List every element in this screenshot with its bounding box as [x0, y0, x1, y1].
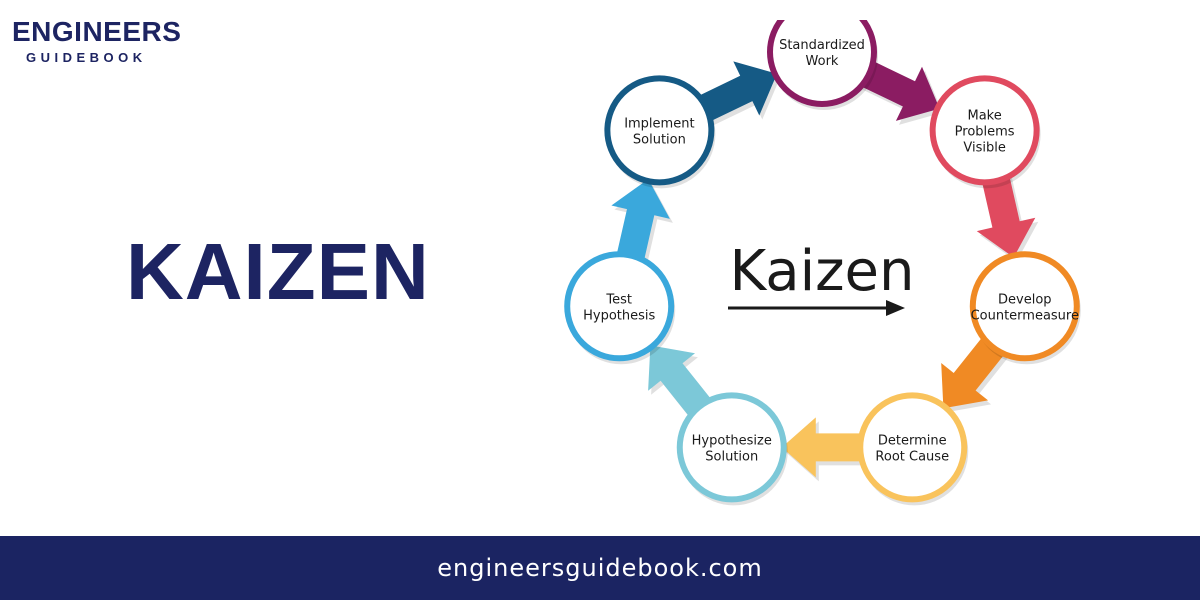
cycle-steps: StandardizedWorkMakeProblemsVisibleDevel… — [564, 20, 1081, 506]
node-circle — [969, 251, 1080, 362]
node-circle — [564, 251, 675, 362]
cycle-arrow — [648, 345, 714, 421]
cycle-arrow — [694, 61, 777, 123]
node-label: Standardized — [779, 38, 865, 53]
node-label: Hypothesize — [692, 433, 772, 448]
node-label: Develop — [998, 292, 1052, 307]
node-label: Hypothesis — [583, 308, 655, 323]
brand-name: ENGINEERS — [12, 16, 182, 47]
brand-tagline: GUIDEBOOK — [26, 50, 147, 65]
footer-url[interactable]: engineersguidebook.com — [437, 554, 763, 582]
node-circle — [857, 392, 968, 503]
node-label: Countermeasure — [971, 308, 1079, 323]
node-label: Determine — [878, 433, 947, 448]
cycle-arrow — [611, 179, 670, 265]
node-label: Work — [806, 54, 839, 69]
cycle-arrow — [976, 172, 1036, 258]
footer-bar: engineersguidebook.com — [0, 536, 1200, 600]
brand-logo: ENGINEERS GUIDEBOOK — [12, 16, 182, 65]
center-arrow — [728, 300, 905, 316]
node-label: Visible — [963, 140, 1005, 155]
node-circle — [676, 392, 787, 503]
node-label: Problems — [955, 124, 1015, 139]
node-label: Root Cause — [875, 449, 949, 464]
node-label: Solution — [633, 132, 686, 147]
cycle-arrow — [941, 333, 1008, 409]
node-circle — [929, 75, 1040, 186]
node-label: Make — [967, 108, 1001, 123]
node-label: Implement — [624, 116, 694, 131]
node-circle — [604, 75, 715, 186]
diagram-center-label: Kaizen — [730, 239, 915, 304]
page-title: KAIZEN — [126, 227, 430, 316]
node-circle — [767, 20, 877, 107]
node-label: Solution — [705, 449, 758, 464]
cycle-arrow — [857, 59, 940, 121]
node-label: Test — [605, 292, 632, 307]
cycle-arrow — [781, 417, 867, 478]
kaizen-cycle-diagram: StandardizedWorkMakeProblemsVisibleDevel… — [564, 20, 1081, 506]
